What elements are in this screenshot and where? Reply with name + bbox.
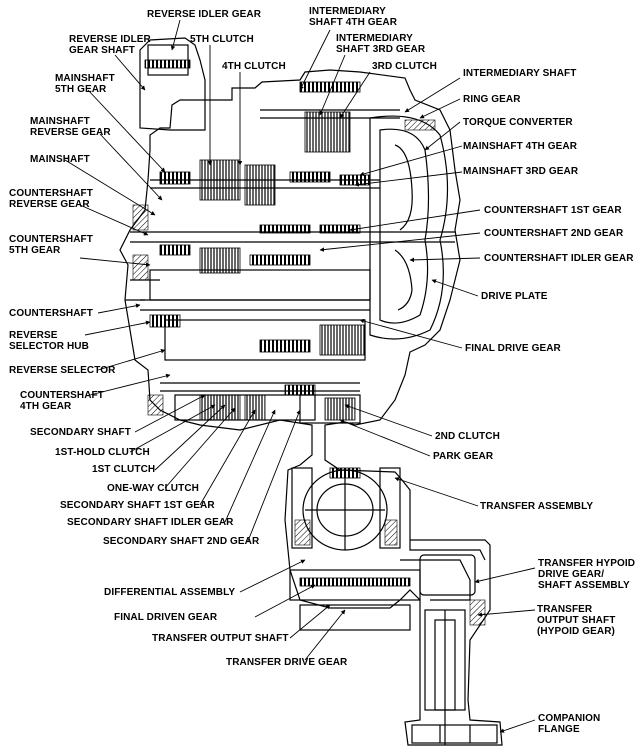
label-ring-gear: RING GEAR: [463, 94, 521, 105]
label-countershaft-reverse-gear: COUNTERSHAFT REVERSE GEAR: [9, 188, 93, 210]
label-transfer-output-shaft-hypoid: TRANSFER OUTPUT SHAFT (HYPOID GEAR): [537, 604, 616, 637]
label-transfer-hypoid-drive-gear: TRANSFER HYPOID DRIVE GEAR/ SHAFT ASSEMB…: [538, 558, 636, 591]
label-torque-converter: TORQUE CONVERTER: [463, 117, 573, 128]
label-companion-flange: COMPANION FLANGE: [538, 713, 601, 735]
label-countershaft: COUNTERSHAFT: [9, 308, 93, 319]
label-mainshaft-4th-gear: MAINSHAFT 4TH GEAR: [463, 141, 578, 152]
label-countershaft-2nd-gear: COUNTERSHAFT 2ND GEAR: [484, 228, 624, 239]
label-intermediary-shaft: INTERMEDIARY SHAFT: [463, 68, 577, 79]
label-transfer-assembly: TRANSFER ASSEMBLY: [480, 501, 594, 512]
label-drive-plate: DRIVE PLATE: [481, 291, 548, 302]
label-reverse-selector-hub: REVERSE SELECTOR HUB: [9, 330, 89, 352]
housing-sections: [132, 119, 486, 626]
label-one-way-clutch: ONE-WAY CLUTCH: [107, 483, 199, 494]
label-reverse-idler-gear: REVERSE IDLER GEAR: [147, 9, 262, 20]
label-secondary-shaft-idler-gear: SECONDARY SHAFT IDLER GEAR: [67, 517, 234, 528]
label-transfer-output-shaft: TRANSFER OUTPUT SHAFT: [152, 633, 289, 644]
label-park-gear: PARK GEAR: [433, 451, 494, 462]
label-3rd-clutch: 3RD CLUTCH: [372, 61, 437, 72]
label-mainshaft-reverse-gear: MAINSHAFT REVERSE GEAR: [30, 116, 111, 138]
label-reverse-selector: REVERSE SELECTOR: [9, 365, 116, 376]
clutch-packs: [199, 111, 366, 421]
label-1st-hold-clutch: 1ST-HOLD CLUTCH: [55, 447, 150, 458]
label-4th-clutch: 4TH CLUTCH: [222, 61, 286, 72]
label-1st-clutch: 1ST CLUTCH: [92, 464, 156, 475]
label-countershaft-1st-gear: COUNTERSHAFT 1ST GEAR: [484, 205, 622, 216]
label-countershaft-5th-gear: COUNTERSHAFT 5TH GEAR: [9, 234, 93, 256]
label-final-driven-gear: FINAL DRIVEN GEAR: [114, 612, 218, 623]
gear-teeth: [144, 59, 411, 587]
leader-lines: [64, 19, 536, 733]
label-mainshaft-3rd-gear: MAINSHAFT 3RD GEAR: [463, 166, 579, 177]
label-intermediary-shaft-3rd-gear: INTERMEDIARY SHAFT 3RD GEAR: [336, 33, 426, 55]
label-differential-assembly: DIFFERENTIAL ASSEMBLY: [104, 587, 236, 598]
label-final-drive-gear: FINAL DRIVE GEAR: [465, 343, 561, 354]
label-mainshaft: MAINSHAFT: [30, 154, 90, 165]
label-intermediary-shaft-4th-gear: INTERMEDIARY SHAFT 4TH GEAR: [309, 6, 398, 28]
label-countershaft-idler-gear: COUNTERSHAFT IDLER GEAR: [484, 253, 634, 264]
label-secondary-shaft: SECONDARY SHAFT: [30, 427, 131, 438]
label-5th-clutch: 5TH CLUTCH: [190, 34, 254, 45]
label-2nd-clutch: 2ND CLUTCH: [435, 431, 500, 442]
label-mainshaft-5th-gear: MAINSHAFT 5TH GEAR: [55, 73, 115, 95]
label-secondary-shaft-1st-gear: SECONDARY SHAFT 1ST GEAR: [60, 500, 215, 511]
label-transfer-drive-gear: TRANSFER DRIVE GEAR: [226, 657, 348, 668]
label-reverse-idler-gear-shaft: REVERSE IDLER GEAR SHAFT: [69, 34, 151, 56]
label-countershaft-4th-gear: COUNTERSHAFT 4TH GEAR: [20, 390, 104, 412]
label-secondary-shaft-2nd-gear: SECONDARY SHAFT 2ND GEAR: [103, 536, 260, 547]
